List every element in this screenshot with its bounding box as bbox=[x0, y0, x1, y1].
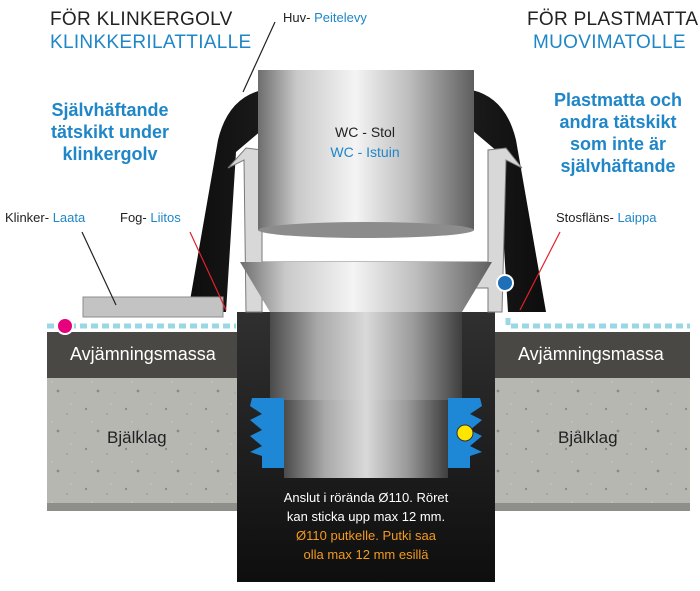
membrane-right bbox=[505, 318, 690, 329]
left-note: Självhäftande tätskikt under klinkergolv bbox=[30, 99, 190, 165]
tile-label: Klinker- Laata bbox=[5, 210, 85, 225]
flange-label-sv: Stosfläns- bbox=[556, 210, 614, 225]
wc-label-sv: WC - Stol bbox=[335, 124, 395, 140]
joint-label: Fog- Liitos bbox=[120, 210, 181, 225]
left-note-line: Självhäftande bbox=[51, 100, 169, 120]
right-header-sv: FÖR PLASTMATTA bbox=[527, 9, 699, 30]
wc-outlet-bottom bbox=[258, 222, 474, 238]
joist-left bbox=[47, 378, 237, 503]
cover-label-sv: Huv- bbox=[283, 10, 311, 25]
joint-label-sv: Fog- bbox=[120, 210, 147, 225]
wc-label-fi: WC - Istuin bbox=[330, 144, 400, 160]
right-note: Plastmatta och andra tätskikt som inte ä… bbox=[543, 89, 693, 177]
joist-right bbox=[495, 378, 690, 503]
seal-left bbox=[250, 398, 284, 468]
inner-pipe bbox=[270, 312, 462, 404]
pipe-note: Anslut i rörända Ø110. Röret kan sticka … bbox=[252, 488, 480, 564]
screed-right bbox=[495, 332, 690, 378]
pipe-note-fi-1: Ø110 putkelle. Putki saa bbox=[296, 528, 436, 543]
pointer-tile bbox=[81, 231, 117, 306]
left-note-line: tätskikt under bbox=[50, 122, 170, 142]
pipe-note-fi-2: olla max 12 mm esillä bbox=[303, 547, 429, 562]
left-note-line: klinkergolv bbox=[62, 144, 158, 164]
joist-left-label: Bjälklag bbox=[107, 428, 167, 447]
joist-right-label: Bjälklag bbox=[558, 428, 618, 447]
joint-label-fi: Liitos bbox=[150, 210, 181, 225]
flange-label-fi: Laippa bbox=[617, 210, 657, 225]
tile bbox=[82, 296, 224, 318]
left-header-sv: FÖR KLINKERGOLV bbox=[50, 9, 233, 30]
right-note-line: Plastmatta och bbox=[553, 90, 683, 110]
tile-label-sv: Klinker- bbox=[5, 210, 50, 225]
right-header-fi: MUOVIMATOLLE bbox=[533, 32, 686, 53]
screed-left-label: Avjämningsmassa bbox=[70, 344, 216, 364]
pointer-flange bbox=[519, 231, 561, 311]
pointer-cover bbox=[242, 21, 276, 93]
cover-label: Huv- Peitelevy bbox=[283, 10, 367, 25]
cone-transition bbox=[240, 262, 492, 312]
yellow-marker bbox=[456, 424, 474, 442]
right-note-line: självhäftande bbox=[560, 156, 676, 176]
pipe-note-sv-1: Anslut i rörända Ø110. Röret bbox=[283, 490, 449, 505]
sewer-pipe bbox=[284, 400, 448, 478]
magenta-marker bbox=[56, 317, 74, 335]
wc-outlet bbox=[258, 70, 474, 230]
joist-left-bottom bbox=[47, 503, 237, 511]
right-note-line: som inte är bbox=[569, 134, 667, 154]
wc-label: WC - Stol WC - Istuin bbox=[300, 122, 430, 162]
screed-left bbox=[47, 332, 237, 378]
cover-label-fi: Peitelevy bbox=[314, 10, 367, 25]
tile-label-fi: Laata bbox=[52, 210, 86, 225]
blue-marker bbox=[496, 274, 514, 292]
screed-right-label: Avjämningsmassa bbox=[518, 344, 664, 364]
joist-right-bottom bbox=[495, 503, 690, 511]
pointer-joint bbox=[189, 231, 227, 311]
left-header-fi: KLINKKERILATTIALLE bbox=[50, 32, 252, 53]
flange-label: Stosfläns- Laippa bbox=[556, 210, 656, 225]
right-note-line: andra tätskikt bbox=[559, 112, 677, 132]
pipe-note-sv-2: kan sticka upp max 12 mm. bbox=[286, 509, 446, 524]
